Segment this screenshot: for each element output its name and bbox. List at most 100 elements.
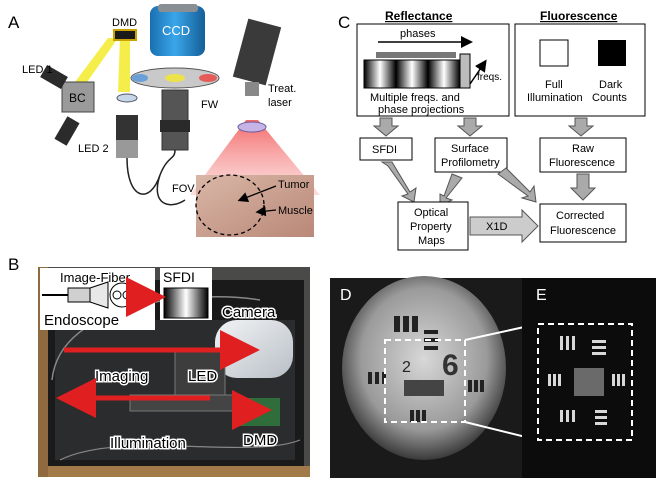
dark-line-2: Counts: [592, 92, 627, 104]
optical-line-2: Property: [410, 221, 452, 233]
bc-label: BC: [69, 91, 86, 105]
panel-a: A DMD CCD FW BC LED 1 LED 2: [8, 4, 320, 237]
optical-line-3: Maps: [418, 235, 445, 247]
filter-blue: [132, 74, 148, 82]
panel-b: B Image-Fiber Endoscope SFDI Camera Imag…: [8, 255, 310, 477]
sfdi-box-label: SFDI: [372, 144, 397, 156]
led-module: [174, 349, 226, 396]
panel-c-letter: C: [338, 13, 350, 32]
treat-label-2: laser: [268, 97, 292, 109]
filter-red: [199, 74, 217, 82]
digit-right: 6: [442, 349, 459, 382]
panel-a-letter: A: [8, 13, 20, 32]
fluorescence-header: Fluorescence: [540, 9, 618, 23]
arrow-sfdi-optical: [380, 161, 417, 203]
endoscope-lens: [109, 282, 135, 308]
surface-line-2: Profilometry: [441, 157, 500, 169]
dmd-label: DMD: [112, 17, 137, 29]
beam-dmd-lens: [118, 38, 130, 92]
zoom-box-d: [384, 339, 466, 423]
freqs-arrow: [469, 59, 487, 85]
arrow-raw-corrected: [569, 173, 597, 201]
lens-left: [116, 93, 138, 103]
led2-label: LED 2: [78, 143, 109, 155]
muscle-label: Muscle: [278, 205, 313, 217]
full-line-1: Full: [545, 79, 563, 91]
dark-line-1: Dark: [599, 79, 623, 91]
dmd-chip: [113, 29, 137, 41]
wood-frame-left: [38, 267, 48, 477]
multi-line-1: Multiple freqs. and: [370, 92, 460, 104]
dark-counts-square: [598, 40, 626, 66]
fw-label: FW: [201, 99, 219, 111]
wood-frame-bottom: [38, 466, 310, 477]
ccd-label: CCD: [162, 23, 190, 38]
sfdi-pattern: [163, 287, 209, 319]
full-line-2: Illumination: [527, 92, 583, 104]
arrow-optical-corrected: [469, 208, 539, 244]
corrected-line-2: Fluorescence: [550, 225, 616, 237]
fov-circle: [195, 174, 265, 236]
fov-label: FOV: [172, 183, 195, 195]
fluorescence-box: [514, 23, 646, 117]
cable-arc-2: [59, 439, 301, 461]
beam-combiner: [61, 81, 95, 113]
sfdi-label: SFDI: [163, 269, 195, 285]
arrow-fluor-raw: [567, 117, 595, 137]
panel-d: D 2 6: [330, 276, 539, 478]
full-illumination-square: [539, 39, 569, 67]
surface-box: [434, 137, 508, 173]
endoscope-label: Endoscope: [44, 312, 119, 329]
ccd-camera: [150, 6, 205, 56]
endoscope-body: [67, 287, 91, 303]
zoom-box-e: [537, 323, 633, 441]
arrow-surface-optical: [439, 173, 463, 207]
led1-label: LED 1: [22, 64, 53, 76]
led-label: LED: [188, 368, 217, 385]
resolution-target-e: [548, 336, 625, 425]
illumination-label: Illumination: [110, 435, 186, 452]
dmd-label-b: DMD: [243, 432, 277, 449]
arrow-surface-corrected: [497, 167, 537, 203]
multi-line-2: phase projections: [378, 104, 465, 116]
endoscope-lens-dot-1: [112, 290, 122, 300]
lens-tube-right-ring: [160, 120, 190, 132]
fiber-cable: [126, 149, 186, 206]
arrow-ref-sfdi: [372, 117, 400, 137]
muscle-arrow: [255, 205, 277, 217]
tumor-arrow: [237, 185, 277, 203]
laser-lens: [237, 121, 267, 133]
corrected-line-1: Corrected: [556, 210, 604, 222]
laser-tip: [245, 82, 259, 96]
freqs-label: freqs.: [477, 72, 502, 83]
digit-left: 2: [402, 359, 411, 376]
optical-box: [397, 201, 469, 251]
panel-d-letter: D: [340, 287, 352, 304]
panel-e: E: [522, 278, 656, 478]
reflectance-header: Reflectance: [385, 9, 453, 23]
optical-line-1: Optical: [414, 207, 448, 219]
panel-b-letter: B: [8, 255, 19, 274]
sfdi-box: [359, 137, 413, 161]
arrow-ref-surface: [456, 117, 484, 137]
panel-c: C Reflectance Fluorescence phases freqs.…: [338, 9, 646, 251]
raw-line-2: Fluorescence: [549, 157, 615, 169]
endoscope-cone: [89, 281, 109, 309]
panel-e-letter: E: [536, 287, 547, 304]
tumor-label: Tumor: [278, 179, 310, 191]
image-fiber-label: Image-Fiber: [60, 270, 131, 285]
ccd-cap: [158, 4, 198, 12]
lens-tube-left-tip: [116, 140, 138, 158]
camera-label: Camera: [222, 304, 276, 321]
filter-yellow: [165, 74, 185, 82]
phases-label: phases: [400, 28, 436, 40]
treat-label-1: Treat.: [268, 83, 296, 95]
treatment-laser: [232, 18, 282, 86]
raw-box: [539, 137, 627, 173]
led1-body: [40, 64, 68, 90]
pattern-stack: [363, 52, 471, 89]
corrected-box: [539, 203, 627, 243]
imaging-label: Imaging: [95, 368, 148, 385]
surface-line-1: Surface: [451, 143, 489, 155]
beam-dmd-bc: [75, 38, 118, 85]
